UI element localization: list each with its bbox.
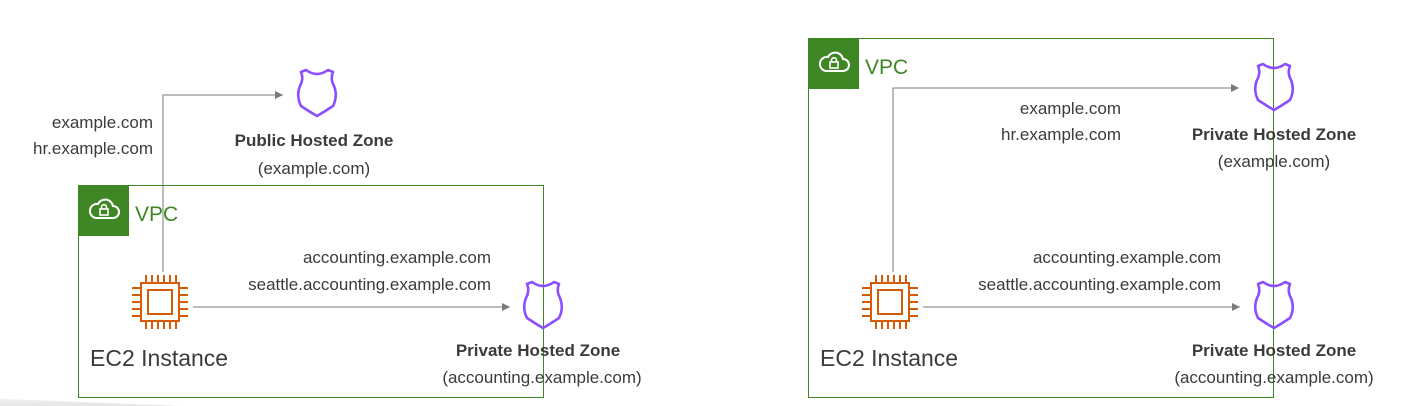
left-vpc-box: VPC [78,185,544,398]
cloud-lock-icon [817,49,851,80]
right-vpc-box: VPC [808,38,1274,398]
shield-icon [1247,278,1301,337]
left-public-record-2: hr.example.com [33,139,153,158]
left-private-zone-domain: (accounting.example.com) [442,368,642,387]
left-ec2-label: EC2 Instance [90,345,229,371]
right-vpc-badge [809,39,859,89]
right-top-record-1: example.com [1019,99,1121,118]
left-private-zone-title: Private Hosted Zone [455,341,621,360]
left-public-record-1: example.com [51,113,153,132]
shield-icon [1247,60,1301,119]
right-top-record-2: hr.example.com [1001,125,1121,144]
right-top-zone-domain: (example.com) [1217,152,1331,171]
left-public-zone-domain: (example.com) [257,159,371,178]
shield-icon [290,66,344,125]
left-private-record-1: accounting.example.com [302,248,491,267]
right-vpc-label: VPC [865,56,909,79]
left-vpc-badge [79,186,129,236]
shield-icon [516,278,570,337]
right-bottom-record-2: seattle.accounting.example.com [978,275,1221,294]
left-private-record-2: seattle.accounting.example.com [248,275,491,294]
chip-icon [126,270,196,341]
right-top-arrow [892,84,1239,272]
right-bottom-record-1: accounting.example.com [1032,248,1221,267]
right-ec2-label: EC2 Instance [820,345,959,371]
chip-icon [856,270,926,341]
right-top-zone-title: Private Hosted Zone [1191,125,1357,144]
cloud-lock-icon [87,196,121,227]
left-public-arrow [162,91,283,272]
right-bottom-zone-title: Private Hosted Zone [1191,341,1357,360]
left-vpc-label: VPC [135,203,179,226]
left-public-zone-title: Public Hosted Zone [234,131,394,150]
right-bottom-zone-domain: (accounting.example.com) [1174,368,1374,387]
